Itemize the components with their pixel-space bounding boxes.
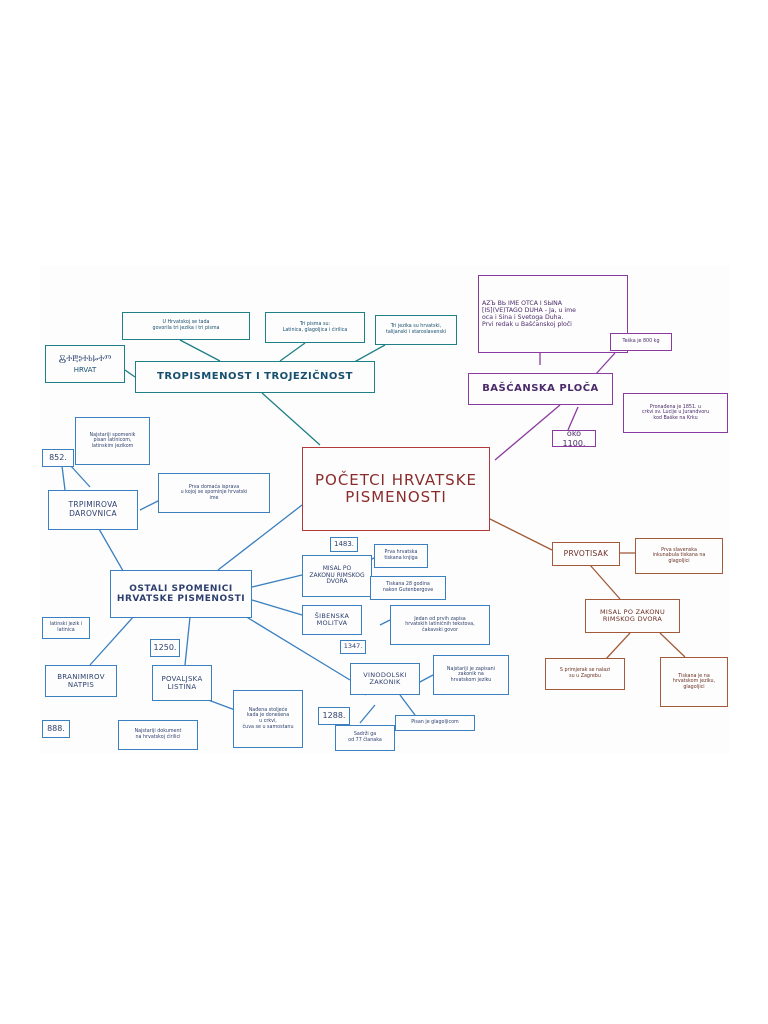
note-povaljska-found-text: Nađena stoljeće kada je donešena u crkvi…: [242, 707, 294, 730]
baska-quote-box: AZЪ ΒЬ IME OTCA I SЫNA [IS](VE)TAGO DUHA…: [478, 275, 628, 353]
vinodolski-year-text: 1288.: [322, 711, 346, 721]
note-misal-printed-text: Tiskana je na hrvatskom jeziku, glagolji…: [672, 673, 716, 690]
note-misal-printed: Tiskana je na hrvatskom jeziku, glagolji…: [660, 657, 728, 707]
node-tropismenost: TROPISMENOST I TROJEZIČNOST: [135, 361, 375, 393]
povaljska-year-text: 1250.: [153, 643, 177, 653]
note-trpimirova-oldest: Najstariji spomenik pisan latinicom, lat…: [75, 417, 150, 465]
node-trpimirova: TRPIMIROVA DAROVNICA: [48, 490, 138, 530]
note-prvotisak-first: Prva slavenska inkunabula tiskana na gla…: [635, 538, 723, 574]
note-misal-first-book: Prva hrvatska tiskana knjiga: [374, 544, 428, 568]
node-branimirov-label: BRANIMIROV NATPIS: [57, 672, 105, 689]
note-three-languages: U Hrvatskoj se tada govorila tri jezika …: [122, 312, 250, 340]
central-topic-label: POČETCI HRVATSKE PISMENOSTI: [314, 470, 478, 506]
node-vinodolski-label: VINODOLSKI ZAKONIK: [363, 670, 407, 686]
note-misal-gutenberg: Tiskana 28 godina nakon Gutenbergove: [370, 576, 446, 600]
trpimirova-year-text: 852.: [49, 453, 67, 463]
note-three-scripts-text: Tri pisma su: Latinica, glagoljica i ćir…: [282, 321, 348, 333]
note-povaljska-oldest: Najstariji dokument na hrvatskoj ćirilic…: [118, 720, 198, 750]
note-prvotisak-first-text: Prva slavenska inkunabula tiskana na gla…: [652, 547, 706, 564]
node-sibenska-molitva-label: ŠIBENSKA MOLITVA: [314, 611, 350, 627]
note-baska-found-text: Pronađena je 1851. u crkvi sv. Lucije u …: [641, 404, 710, 421]
baska-year-text: oko 1100.: [562, 430, 586, 447]
node-misal-1483: MISAL PO ZAKONU RIMSKOG DVORA: [302, 555, 372, 597]
baska-year: oko 1100.: [552, 430, 596, 447]
trpimirova-year: 852.: [42, 449, 74, 467]
note-three-languages-text: U Hrvatskoj se tada govorila tri jezika …: [152, 320, 220, 331]
note-misal-gutenberg-text: Tiskana 28 godina nakon Gutenbergove: [382, 582, 434, 593]
note-vinodolski-glagolitic-text: Pisan je glagoljicom: [411, 720, 459, 726]
note-three-tongues-text: Tri jezika su hrvatski, talijanski i sta…: [385, 324, 447, 335]
note-vinodolski-oldest: Najstariji je zapisani zakonik na hrvats…: [433, 655, 509, 695]
sibenska-year-text: 1347.: [343, 642, 363, 651]
note-misal-first-book-text: Prva hrvatska tiskana knjiga: [384, 550, 418, 561]
note-three-scripts: Tri pisma su: Latinica, glagoljica i ćir…: [265, 312, 365, 343]
node-sibenska-molitva: ŠIBENSKA MOLITVA: [302, 605, 362, 635]
note-trpimirova-first-text: Prva domaća isprava u kojoj se spominje …: [180, 484, 248, 501]
node-baska: BAŠĆANSKA PLOČA: [468, 373, 613, 405]
connector-lines: [59, 339, 686, 724]
node-vinodolski: VINODOLSKI ZAKONIK: [350, 663, 420, 695]
note-branimirov-latin: latinski jezik i latinica: [42, 617, 90, 639]
sibenska-year: 1347.: [340, 640, 366, 654]
note-sibenska-text: Jedan od prvih zapisa hrvatskih latiničn…: [405, 616, 475, 633]
note-baska-weight: Teška je 800 kg: [610, 333, 672, 351]
node-baska-label: BAŠĆANSKA PLOČA: [482, 383, 599, 395]
node-branimirov: BRANIMIROV NATPIS: [45, 665, 117, 697]
note-branimirov-latin-text: latinski jezik i latinica: [49, 622, 83, 633]
note-baska-found: Pronađena je 1851. u crkvi sv. Lucije u …: [623, 393, 728, 433]
note-misal-copies-text: S primjerak se nalazi su u Zagrebu: [559, 668, 611, 679]
node-misal-1483-label: MISAL PO ZAKONU RIMSKOG DVORA: [309, 564, 365, 586]
glagolitic-word-box: Ⰻⰰⰱⱁⰰⱃⱈⰰⱅ HRVAT: [45, 345, 125, 383]
note-trpimirova-first: Prva domaća isprava u kojoj se spominje …: [158, 473, 270, 513]
note-povaljska-oldest-text: Najstariji dokument na hrvatskoj ćirilic…: [134, 729, 182, 740]
misal-1483-year-text: 1483.: [333, 540, 355, 549]
node-tropismenost-label: TROPISMENOST I TROJEZIČNOST: [157, 371, 353, 383]
central-topic: POČETCI HRVATSKE PISMENOSTI: [302, 447, 490, 531]
note-baska-weight-text: Teška je 800 kg: [622, 339, 660, 345]
note-three-tongues: Tri jezika su hrvatski, talijanski i sta…: [375, 315, 457, 345]
node-prvotisak-label: PRVOTISAK: [563, 548, 609, 558]
note-vinodolski-oldest-text: Najstariji je zapisani zakonik na hrvats…: [446, 666, 496, 683]
vinodolski-year: 1288.: [318, 707, 350, 725]
node-misal-zakonu: MISAL PO ZAKONU RIMSKOG DVORA: [585, 599, 680, 633]
node-povaljska-label: POVALJSKA LISTINA: [161, 674, 203, 691]
baska-quote: AZЪ ΒЬ IME OTCA I SЫNA [IS](VE)TAGO DUHA…: [482, 299, 576, 329]
note-vinodolski-glagolitic: Pisan je glagoljicom: [395, 715, 475, 731]
node-ostali-spomenici-label: OSTALI SPOMENICI HRVATSKE PISMENOSTI: [116, 583, 246, 604]
branimirov-year-text: 888.: [47, 724, 65, 734]
note-povaljska-found: Nađena stoljeće kada je donešena u crkvi…: [233, 690, 303, 748]
glagolitic-caption: HRVAT: [73, 366, 97, 375]
note-sibenska: Jedan od prvih zapisa hrvatskih latiničn…: [390, 605, 490, 645]
note-vinodolski-articles-text: Sadrži ga od 77 članaka: [348, 732, 382, 743]
glagolitic-word: Ⰻⰰⰱⱁⰰⱃⱈⰰⱅ: [58, 352, 112, 366]
node-misal-zakonu-label: MISAL PO ZAKONU RIMSKOG DVORA: [599, 607, 666, 623]
note-misal-copies: S primjerak se nalazi su u Zagrebu: [545, 658, 625, 690]
povaljska-year: 1250.: [150, 639, 180, 657]
node-povaljska: POVALJSKA LISTINA: [152, 665, 212, 701]
node-prvotisak: PRVOTISAK: [552, 542, 620, 566]
misal-1483-year: 1483.: [330, 537, 358, 552]
branimirov-year: 888.: [42, 720, 70, 738]
node-ostali-spomenici: OSTALI SPOMENICI HRVATSKE PISMENOSTI: [110, 570, 252, 618]
node-trpimirova-label: TRPIMIROVA DAROVNICA: [68, 500, 118, 518]
note-trpimirova-oldest-text: Najstariji spomenik pisan latinicom, lat…: [89, 432, 136, 449]
note-vinodolski-articles: Sadrži ga od 77 članaka: [335, 725, 395, 751]
mind-map-sheet: POČETCI HRVATSKE PISMENOSTI TROPISMENOST…: [40, 265, 730, 753]
